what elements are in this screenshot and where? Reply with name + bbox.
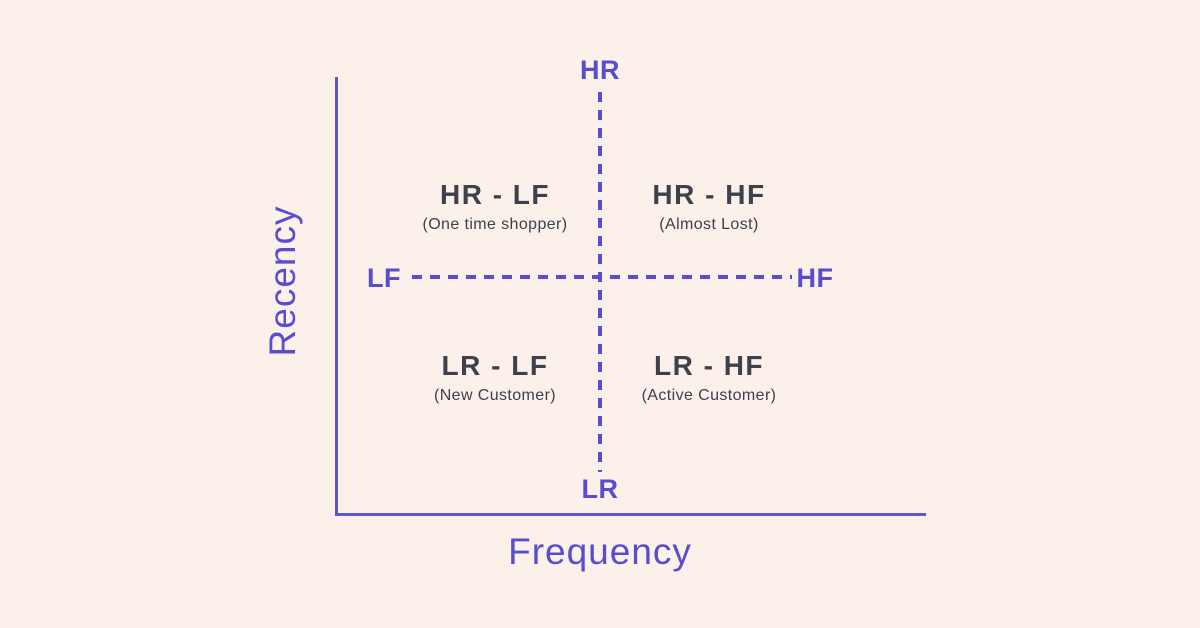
pole-label-left: LF bbox=[367, 263, 401, 293]
quadrant-subtitle: (Almost Lost) bbox=[659, 216, 759, 233]
quadrant-top-right: HR - HF (Almost Lost) bbox=[589, 179, 829, 235]
quadrant-title: LR - LF bbox=[441, 350, 549, 381]
quadrant-title: LR - HF bbox=[653, 350, 765, 381]
pole-label-bottom: LR bbox=[581, 474, 619, 504]
y-axis-line bbox=[335, 77, 338, 516]
pole-label-top: HR bbox=[580, 55, 620, 85]
quadrant-title: HR - LF bbox=[439, 179, 551, 210]
y-axis-title: Recency bbox=[262, 205, 303, 357]
quadrant-subtitle: (One time shopper) bbox=[422, 216, 568, 233]
quadrant-subtitle: (Active Customer) bbox=[641, 387, 777, 404]
pole-label-right: HF bbox=[796, 263, 834, 293]
quadrant-subtitle: (New Customer) bbox=[433, 387, 557, 404]
horizontal-dashed-line bbox=[412, 275, 792, 279]
x-axis-title: Frequency bbox=[508, 531, 692, 572]
quadrant-top-left: HR - LF (One time shopper) bbox=[375, 179, 615, 235]
quadrant-bottom-right: LR - HF (Active Customer) bbox=[589, 350, 829, 406]
vertical-dashed-line bbox=[598, 92, 602, 472]
quadrant-title: HR - HF bbox=[652, 179, 766, 210]
quadrant-bottom-left: LR - LF (New Customer) bbox=[375, 350, 615, 406]
x-axis-line bbox=[335, 513, 926, 516]
